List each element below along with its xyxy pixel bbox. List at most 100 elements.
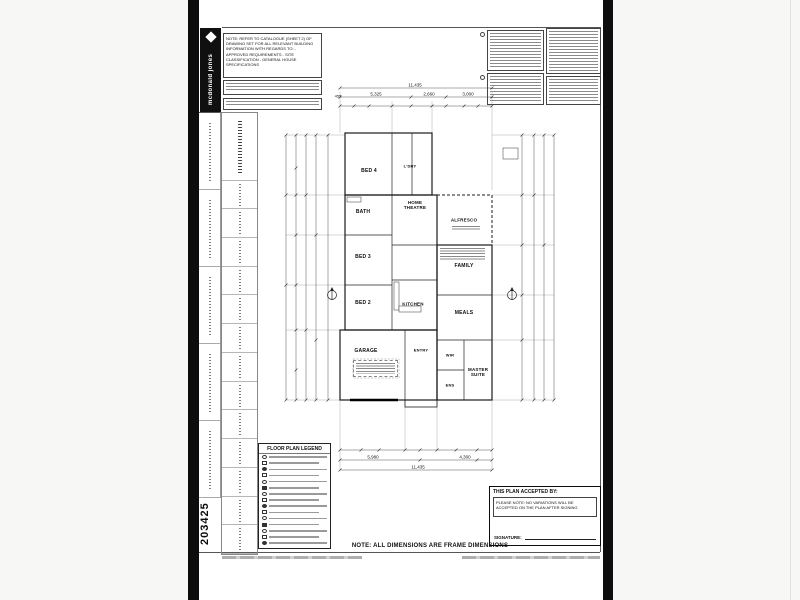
- legend-row: [259, 485, 330, 491]
- revision-marker-icon: [480, 75, 485, 80]
- revision-marker-icon: [480, 32, 485, 37]
- legend-row: [259, 454, 330, 460]
- legend-symbol-icon: [262, 491, 267, 496]
- legend-symbol-icon: [262, 479, 267, 484]
- titleblock-cell: [222, 497, 257, 526]
- legend-row: [259, 497, 330, 503]
- dim-top-offset: 455: [334, 93, 342, 99]
- legend-row: [259, 503, 330, 509]
- dim-top-seg1: 5,325: [370, 91, 382, 97]
- titleblock-cell: [222, 209, 257, 239]
- titleblock-cell: [222, 295, 257, 325]
- brand-diamond-icon: [204, 31, 217, 43]
- legend-row: [259, 460, 330, 466]
- note-box: [487, 30, 544, 71]
- titleblock-cell: [199, 267, 220, 344]
- legend-title: FLOOR PLAN LEGEND: [259, 444, 330, 454]
- room-label-ldry: L'DRY: [403, 163, 417, 169]
- north-arrow-icon: [327, 287, 337, 300]
- titleblock-cell: [222, 181, 257, 210]
- dim-top-seg2: 2,660: [423, 91, 435, 97]
- family-note-placeholder: [440, 248, 485, 261]
- legend-rows: [259, 454, 330, 546]
- legend-symbol-icon: [262, 455, 267, 460]
- titleblock-cell: [222, 353, 257, 382]
- legend-symbol-icon: [262, 510, 267, 515]
- floor-plan-legend: FLOOR PLAN LEGEND: [258, 443, 331, 549]
- acceptance-box: THIS PLAN ACCEPTED BY: PLEASE NOTE: NO V…: [489, 486, 601, 546]
- north-arrow-icon: [507, 287, 517, 300]
- legend-row: [259, 472, 330, 478]
- titleblock-cell: [222, 382, 257, 411]
- room-label-alfresco: ALFRESCO: [450, 217, 478, 223]
- legend-row: [259, 528, 330, 534]
- dim-bottom-total: 11,435: [411, 464, 425, 470]
- titleblock-cell: [199, 113, 220, 190]
- room-label-kitchen: KITCHEN: [402, 301, 424, 307]
- acceptance-warning: PLEASE NOTE: NO VARIATIONS WILL BE ACCEP…: [493, 497, 597, 517]
- legend-symbol-icon: [262, 528, 267, 533]
- note-box: [546, 28, 601, 74]
- legend-row: [259, 491, 330, 497]
- sheet-frame-right: [600, 27, 601, 552]
- room-label-bed4: BED 4: [361, 168, 377, 174]
- titleblock-cell: [199, 190, 220, 267]
- garage-note-placeholder: [353, 360, 398, 377]
- note-box: [487, 73, 544, 105]
- room-label-family: FAMILY: [454, 263, 474, 269]
- legend-row: [259, 534, 330, 540]
- note-box: [223, 80, 322, 95]
- acceptance-title: THIS PLAN ACCEPTED BY:: [493, 489, 558, 495]
- legend-row: [259, 515, 330, 521]
- room-label-garage: GARAGE: [354, 348, 378, 354]
- titleblock-narrow-column: [199, 112, 221, 498]
- titleblock-cell: [222, 410, 257, 440]
- signature-line: [524, 532, 596, 540]
- titleblock-cell: [222, 267, 257, 296]
- room-label-ens: ENS: [445, 382, 455, 388]
- dim-top-total: 11,435: [408, 82, 422, 88]
- scan-edge-line: [790, 0, 791, 600]
- frame-dimensions-note: NOTE: ALL DIMENSIONS ARE FRAME DIMENSION…: [351, 543, 509, 549]
- room-label-bed2: BED 2: [355, 300, 371, 306]
- legend-row: [259, 479, 330, 485]
- brand-logo: mcdonald jones: [200, 28, 221, 112]
- legend-symbol-icon: [262, 516, 267, 521]
- legend-row: [259, 540, 330, 546]
- sheet-frame-bottom: [199, 552, 600, 553]
- room-label-meals: MEALS: [454, 310, 474, 316]
- floor-plan-drawing: [284, 86, 556, 472]
- dim-bottom-seg1: 5,980: [367, 454, 379, 460]
- legend-symbol-icon: [262, 541, 267, 546]
- titleblock-main-column: [221, 112, 258, 555]
- footer-text-placeholder: [222, 556, 362, 559]
- note-box: [223, 98, 322, 110]
- room-label-home-theatre: HOME THEATRE: [403, 199, 427, 210]
- legend-row: [259, 466, 330, 472]
- titleblock-cell: [222, 468, 257, 497]
- titleblock-cell: [222, 238, 257, 267]
- legend-symbol-icon: [262, 461, 267, 466]
- legend-symbol-icon: [262, 522, 267, 527]
- scan-border-left: [188, 0, 199, 600]
- catalogue-note: NOTE: REFER TO CATALOGUE (SHEET 2) OF DR…: [223, 33, 322, 78]
- dim-bottom-seg2: 4,300: [459, 454, 471, 460]
- titleblock-cell: [222, 324, 257, 353]
- legend-symbol-icon: [262, 498, 267, 503]
- titleblock-cell: [199, 344, 220, 421]
- titleblock-cell: [222, 525, 257, 555]
- room-label-master-suite: MASTER SUITE: [468, 366, 489, 377]
- legend-symbol-icon: [262, 485, 267, 490]
- titleblock-cell: [199, 421, 220, 498]
- sheet-number: 203425: [199, 502, 211, 546]
- dim-top-seg3: 3,000: [462, 91, 474, 97]
- room-label-bed3: BED 3: [355, 254, 371, 260]
- legend-row: [259, 509, 330, 515]
- titleblock-cell: [222, 439, 257, 468]
- footer-text-placeholder: [462, 556, 600, 559]
- scan-border-right: [603, 0, 613, 600]
- room-label-wir: WIR: [445, 352, 455, 358]
- room-label-entry: ENTRY: [413, 347, 429, 353]
- titleblock-model-cell: [222, 113, 257, 181]
